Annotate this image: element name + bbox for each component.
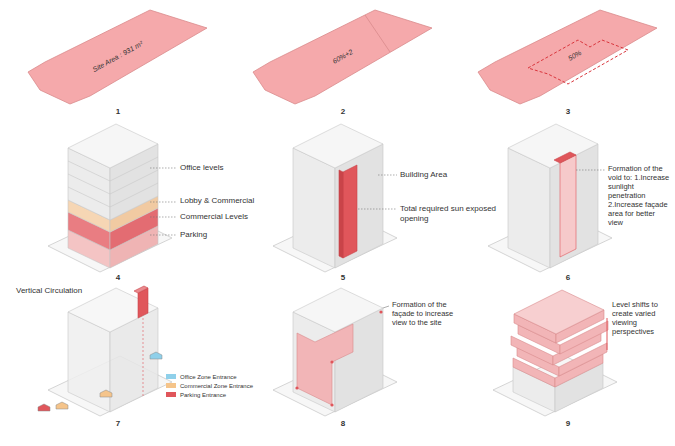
annotation: Lobby & Commercial xyxy=(180,196,254,206)
illustration-shape xyxy=(607,318,608,350)
illustration-shape xyxy=(68,183,158,207)
illustration-shape xyxy=(28,10,207,104)
illustration-shape xyxy=(293,288,383,332)
illustration-shape xyxy=(528,40,628,84)
legend-text: Office Zone Entrance xyxy=(180,374,237,380)
illustration-shape xyxy=(514,290,604,343)
illustration-shape xyxy=(150,168,177,235)
illustration-shape xyxy=(330,403,333,406)
step-number: 4 xyxy=(116,273,120,283)
illustration-shape xyxy=(330,360,333,363)
illustration-shape xyxy=(134,286,148,293)
illustration-shape xyxy=(343,165,357,258)
illustration-shape xyxy=(28,10,207,104)
illustration-shape xyxy=(38,404,50,411)
illustration-shape xyxy=(554,152,576,163)
illustration-shape xyxy=(508,124,598,168)
illustration-shape xyxy=(293,124,383,268)
legend: Office Zone EntranceCommercial Zone Entr… xyxy=(166,372,253,399)
illustration-shape xyxy=(365,15,390,52)
illustration-shape xyxy=(150,352,162,359)
illustration-shape xyxy=(68,124,158,268)
illustration-shape xyxy=(297,324,353,405)
illustration-shape xyxy=(293,124,383,168)
illustration-shape xyxy=(68,124,158,168)
annotation: Formation of the void to: 1.Increase sun… xyxy=(608,164,672,227)
annotation: Office levels xyxy=(180,163,223,173)
annotation: Total required sun exposed opening xyxy=(400,204,500,223)
illustration-shape xyxy=(478,10,657,104)
illustration-shape xyxy=(100,390,112,397)
step-number: 5 xyxy=(341,273,345,283)
panel-title: Vertical Circulation xyxy=(16,286,82,296)
illustration-shape xyxy=(38,352,162,411)
illustration-shape xyxy=(383,306,389,308)
annotation: Formation of the façade to increase view… xyxy=(392,300,470,327)
legend-text: Parking Entrance xyxy=(180,392,226,398)
illustration-shape xyxy=(339,170,343,258)
illustration-shape xyxy=(253,10,432,104)
illustration-shape xyxy=(150,217,177,218)
step-number: 9 xyxy=(566,419,570,429)
illustration-shape xyxy=(511,290,608,412)
illustration-shape xyxy=(295,386,298,389)
step-number: 3 xyxy=(566,107,570,117)
illustration-shape xyxy=(508,148,550,268)
illustration-shape xyxy=(576,170,605,171)
illustration-shape xyxy=(150,202,177,203)
illustration-shape xyxy=(56,402,68,409)
illustration-shape xyxy=(150,235,177,236)
illustration-shape xyxy=(358,175,397,209)
step-number: 1 xyxy=(116,107,120,117)
illustration-shape xyxy=(514,290,604,334)
illustration-shape xyxy=(68,157,158,181)
illustration-shape xyxy=(143,316,144,396)
step-number: 8 xyxy=(341,419,345,429)
legend-swatch xyxy=(166,374,176,379)
legend-item: Office Zone Entrance xyxy=(166,372,253,381)
illustration-shape xyxy=(253,10,432,104)
illustration-shape xyxy=(508,124,598,268)
legend-item: Parking Entrance xyxy=(166,390,253,399)
illustration-shape xyxy=(150,168,177,169)
illustration-shape xyxy=(379,310,382,313)
annotation: Level shifts to create varied viewing pe… xyxy=(612,300,672,336)
annotation: Parking xyxy=(180,230,207,240)
illustration-shape xyxy=(478,10,657,104)
step-number: 7 xyxy=(116,419,120,429)
illustration-shape xyxy=(560,155,576,257)
legend-swatch xyxy=(166,392,176,397)
illustration-shape xyxy=(68,286,158,412)
illustration-shape xyxy=(378,175,397,176)
annotation: Commercial Levels xyxy=(180,212,248,222)
illustration-shape xyxy=(68,170,158,194)
step-number: 6 xyxy=(566,273,570,283)
illustration-shape xyxy=(358,209,397,210)
legend-item: Commercial Zone Entrance xyxy=(166,381,253,390)
legend-text: Commercial Zone Entrance xyxy=(180,383,253,389)
legend-swatch xyxy=(166,383,176,388)
step-number: 2 xyxy=(341,107,345,117)
illustration-shape xyxy=(293,148,335,268)
illustration-shape xyxy=(293,288,383,412)
annotation: Building Area xyxy=(400,170,447,180)
